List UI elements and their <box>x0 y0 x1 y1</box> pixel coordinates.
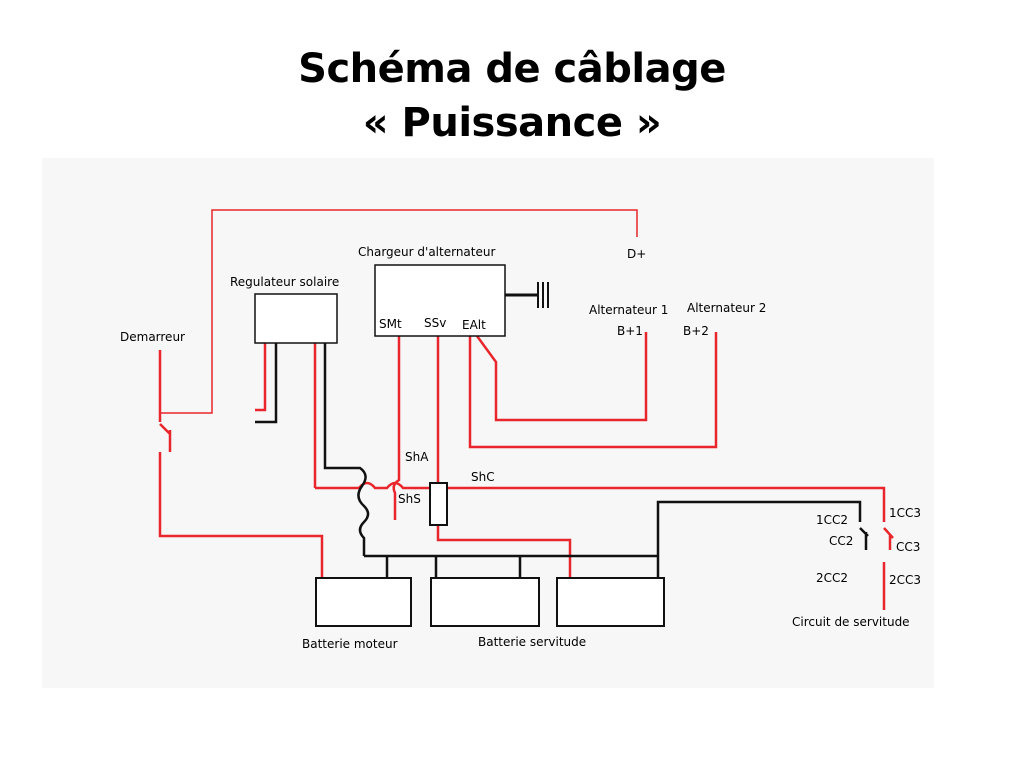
wire-d-plus <box>160 209 638 414</box>
label-shs: ShS <box>398 492 421 506</box>
wire-cc2 <box>656 500 862 578</box>
label-b-plus1: B+1 <box>617 324 643 338</box>
wire-smt <box>392 336 401 520</box>
label-alternateur2: Alternateur 2 <box>687 301 766 315</box>
wire-shunt-bottom <box>436 525 572 578</box>
label-2cc3: 2CC3 <box>889 573 921 587</box>
wire-starter-bottom <box>158 452 324 578</box>
label-demarreur: Demarreur <box>120 330 185 344</box>
label-circuit-servitude: Circuit de servitude <box>792 615 910 629</box>
cc3-switch <box>882 500 894 610</box>
label-alternateur1: Alternateur 1 <box>589 303 668 317</box>
label-cc2: CC2 <box>829 534 853 548</box>
label-batterie-servitude: Batterie servitude <box>478 635 586 649</box>
shunt-box <box>429 482 448 526</box>
regulateur-box <box>254 293 338 344</box>
label-2cc2: 2CC2 <box>816 571 848 585</box>
label-chargeur: Chargeur d'alternateur <box>358 245 495 259</box>
label-regulateur: Regulateur solaire <box>230 275 339 289</box>
wire-regulator-black <box>255 343 278 424</box>
wire-regulator-black-2 <box>323 343 370 556</box>
label-d-plus: D+ <box>627 247 646 261</box>
wire-regulator-red <box>255 343 267 412</box>
title-line-2: « Puissance » <box>362 100 662 146</box>
chargeur-box <box>374 264 506 337</box>
cc2-switch <box>859 527 869 550</box>
wire-negative-bus <box>364 554 658 578</box>
batterie-servitude-box-2 <box>556 577 665 627</box>
batterie-servitude-box-1 <box>430 577 540 627</box>
wire-alt2 <box>468 332 718 449</box>
label-smt: SMt <box>379 317 402 331</box>
starter-switch <box>159 423 172 452</box>
label-1cc3: 1CC3 <box>889 506 921 520</box>
label-b-plus2: B+2 <box>683 324 709 338</box>
title-line-1: Schéma de câblage <box>298 46 726 92</box>
label-sha: ShA <box>405 450 429 464</box>
batterie-moteur-box <box>315 577 412 627</box>
label-shc: ShC <box>471 470 495 484</box>
label-batterie-moteur: Batterie moteur <box>302 637 398 651</box>
label-1cc2: 1CC2 <box>816 513 848 527</box>
wire-alt1 <box>475 332 648 422</box>
label-ssv: SSv <box>424 316 446 330</box>
ground-icon <box>537 282 549 308</box>
label-ealt: EAlt <box>462 318 486 332</box>
label-cc3: CC3 <box>896 540 920 554</box>
